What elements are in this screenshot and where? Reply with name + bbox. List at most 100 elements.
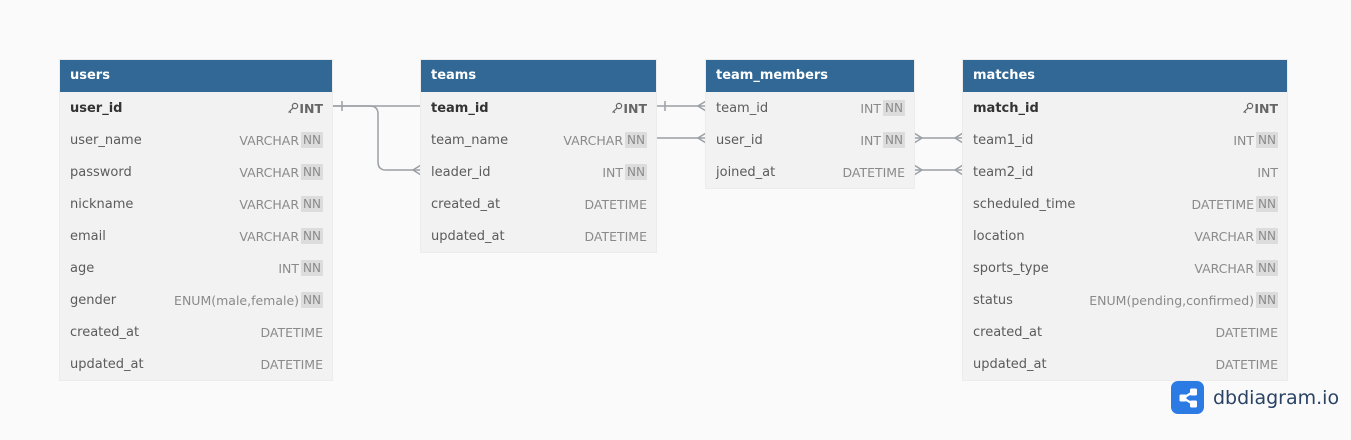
not-null-badge: NN [301,260,323,276]
dbdiagram-logo[interactable]: dbdiagram.io [1171,381,1339,414]
field-type: DATETIME [842,164,905,180]
field-name: user_name [70,132,142,148]
field-type: DATETIME [1191,196,1255,212]
field-name: email [70,228,106,244]
field-name: gender [70,292,117,308]
field-name: scheduled_time [973,196,1076,212]
field-row-status[interactable]: status ENUM(pending,confirmed)NN [963,284,1287,316]
crows-foot-marker[interactable] [411,164,422,176]
field-type: INT [299,100,323,116]
crows-foot-marker[interactable] [953,164,964,176]
field-type: INT [860,100,882,116]
field-name: team_name [431,132,509,148]
not-null-badge: NN [1256,292,1278,308]
not-null-badge: NN [1256,196,1278,212]
field-row-updated-at[interactable]: updated_at DATETIME [963,348,1287,380]
field-type: VARCHAR [239,132,300,148]
field-name: team1_id [973,132,1034,148]
not-null-badge: NN [301,228,323,244]
field-type: VARCHAR [563,132,624,148]
field-name: created_at [431,196,501,212]
field-name: nickname [70,196,134,212]
field-type: DATETIME [1215,356,1278,372]
field-type: VARCHAR [1194,260,1255,276]
not-null-badge: NN [301,292,323,308]
field-type: VARCHAR [239,196,300,212]
crows-foot-marker[interactable] [913,164,924,176]
field-type: INT [623,100,647,116]
field-name: updated_at [70,356,144,372]
field-name: updated_at [431,228,505,244]
field-name: updated_at [973,356,1047,372]
field-type: VARCHAR [239,228,300,244]
primary-key-icon [1243,102,1254,114]
field-type: VARCHAR [1194,228,1255,244]
field-type: VARCHAR [239,164,300,180]
table-header[interactable]: matches [963,60,1287,92]
field-name: password [70,164,132,180]
field-name: match_id [973,100,1039,116]
field-type: DATETIME [260,356,323,372]
crows-foot-marker[interactable] [913,132,924,144]
field-row-updated-at[interactable]: updated_at DATETIME [421,220,656,252]
not-null-badge: NN [625,164,647,180]
relationship-users-teams[interactable] [332,105,421,171]
primary-key-icon [288,102,299,114]
not-null-badge: NN [301,196,323,212]
field-name: created_at [70,324,140,340]
field-type: DATETIME [260,324,323,340]
table-header[interactable]: teams [421,60,656,92]
field-name: user_id [70,100,123,116]
field-name: status [973,292,1013,308]
field-name: team_id [431,100,489,116]
field-row-created-at[interactable]: created_at DATETIME [60,316,332,348]
field-type: ENUM(pending,confirmed) [1089,292,1255,308]
primary-key-icon [612,102,623,114]
field-type: DATETIME [584,228,647,244]
field-name: leader_id [431,164,491,180]
field-type: INT [602,164,624,180]
crows-foot-marker[interactable] [696,100,707,112]
field-type: INT [860,132,882,148]
table-header[interactable]: team_members [706,60,914,92]
field-row-user-id[interactable]: user_id INT [60,92,332,124]
not-null-badge: NN [883,132,905,148]
not-null-badge: NN [1256,260,1278,276]
not-null-badge: NN [625,132,647,148]
crows-foot-marker[interactable] [953,132,964,144]
field-row-team-id[interactable]: team_id INT [421,92,656,124]
field-type: DATETIME [1215,324,1278,340]
logo-text: dbdiagram.io [1213,386,1340,409]
crows-foot-marker[interactable] [696,132,707,144]
table-header[interactable]: users [60,60,332,92]
field-name: age [70,260,95,276]
field-row-updated-at[interactable]: updated_at DATETIME [60,348,332,380]
field-type: INT [278,260,300,276]
not-null-badge: NN [1256,132,1278,148]
